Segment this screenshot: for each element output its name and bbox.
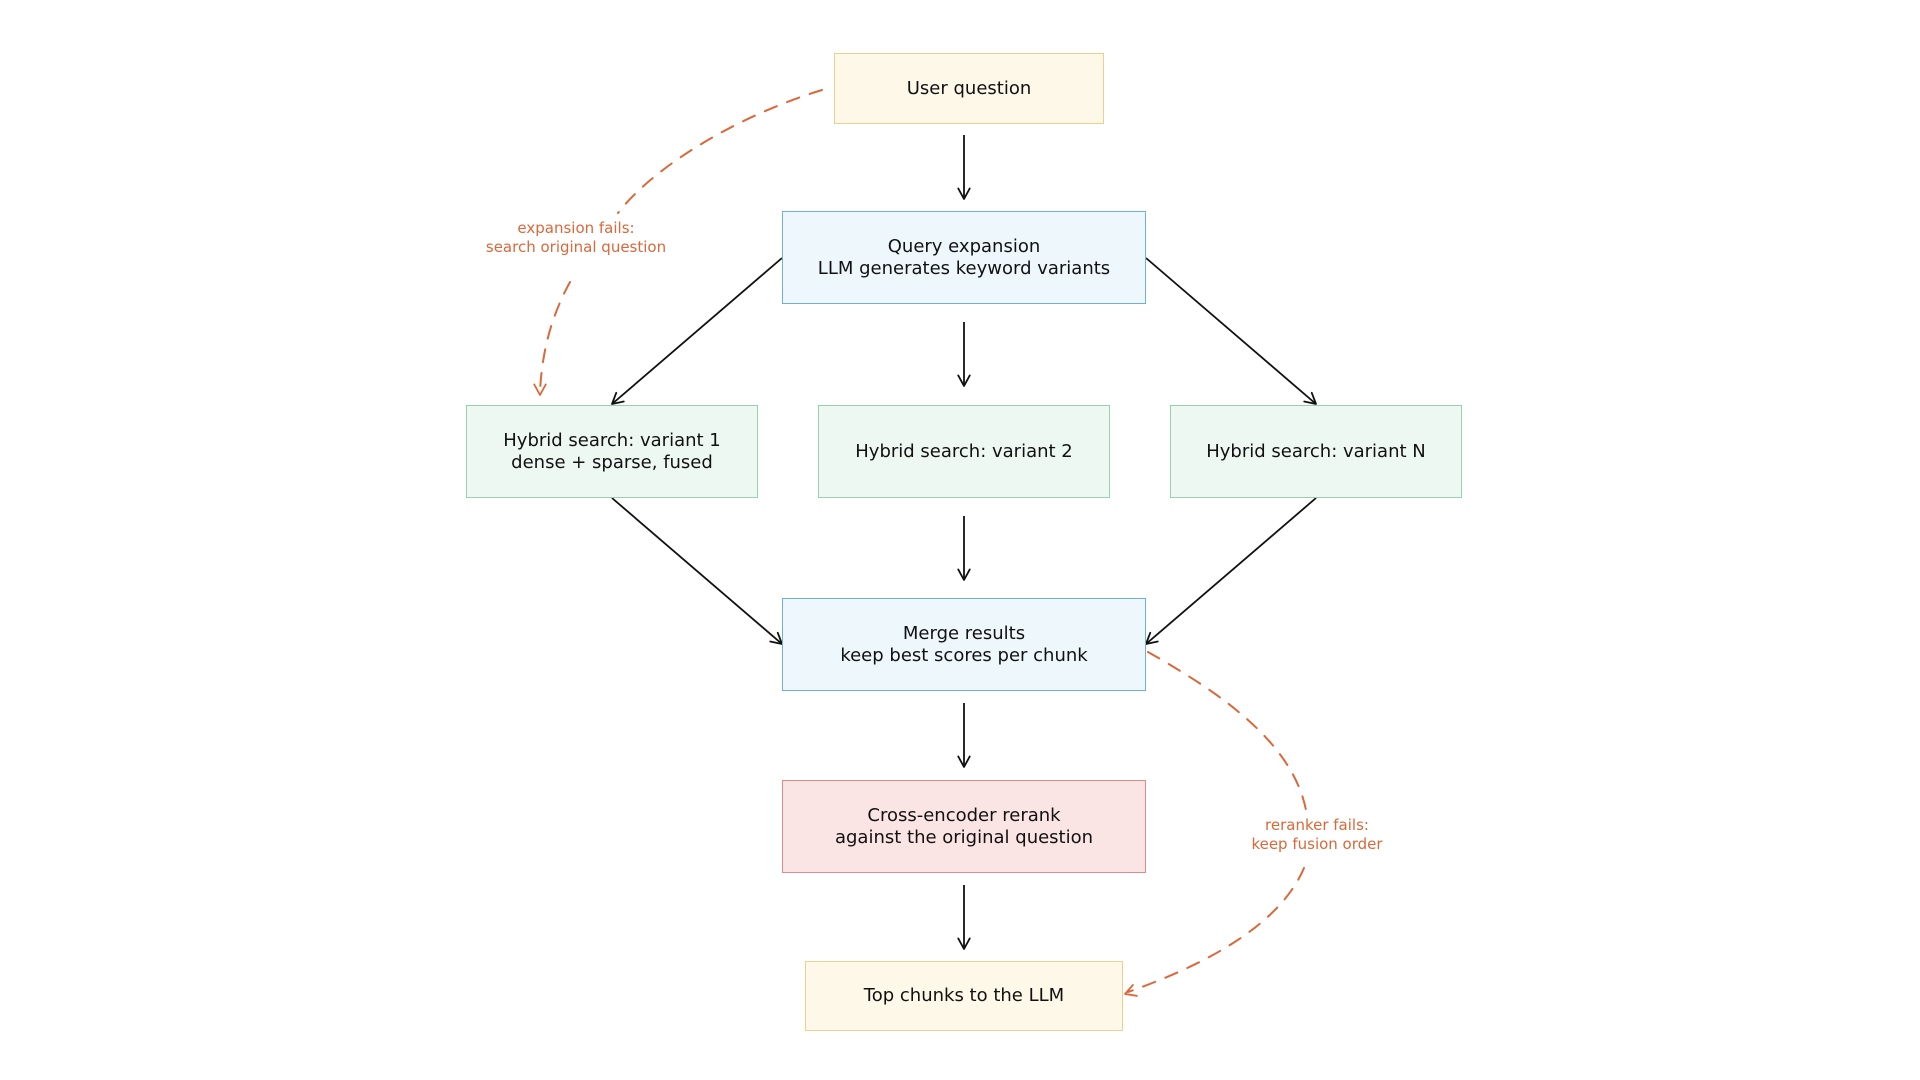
arrow-expansion-to-variant-n (1145, 257, 1317, 405)
fallback-expansion-head (533, 383, 547, 396)
node-rerank-line2: against the original question (834, 826, 1094, 848)
node-variant-2-line1: Hybrid search: variant 2 (855, 440, 1073, 462)
label-expansion-fails-line1: expansion fails: (517, 219, 635, 237)
arrow-variant-n-to-merge (1145, 497, 1317, 645)
arrow-variant-2-to-merge-head (957, 568, 971, 581)
arrow-expansion-to-variant-n-head (1303, 391, 1317, 405)
node-query-expansion: Query expansion LLM generates keyword va… (782, 211, 1146, 304)
fallback-edges (533, 89, 1307, 997)
node-hybrid-search-variant-1: Hybrid search: variant 1 dense + sparse,… (466, 405, 758, 498)
arrow-variant-n-to-merge-head (1145, 631, 1159, 645)
fallback-expansion-upper (617, 89, 823, 214)
node-top-chunks-line1: Top chunks to the LLM (863, 985, 1065, 1006)
arrow-variant-1-to-merge (611, 497, 783, 645)
label-reranker-fails-line2: keep fusion order (1251, 835, 1383, 853)
node-user-question: User question (834, 53, 1104, 124)
node-variant-1-line2: dense + sparse, fused (511, 451, 713, 473)
node-merge-line1: Merge results (902, 622, 1026, 644)
fallback-reranker-upper (1147, 651, 1307, 811)
node-merge-results: Merge results keep best scores per chunk (782, 598, 1146, 691)
node-top-chunks: Top chunks to the LLM (805, 961, 1123, 1031)
arrow-merge-to-rerank-head (957, 755, 971, 768)
node-user-question-line1: User question (906, 77, 1032, 99)
node-cross-encoder-rerank: Cross-encoder rerank against the origina… (782, 780, 1146, 873)
label-expansion-fails: expansion fails: search original questio… (476, 219, 676, 257)
fallback-reranker-lower (1127, 867, 1305, 993)
fallback-reranker-head (1124, 984, 1138, 997)
node-merge-line2: keep best scores per chunk (840, 644, 1088, 666)
fallback-expansion-lower (539, 281, 571, 393)
arrow-rerank-to-top-chunks-head (957, 937, 971, 950)
solid-edges (611, 135, 1317, 950)
node-variant-n-line1: Hybrid search: variant N (1206, 440, 1426, 462)
label-reranker-fails-line1: reranker fails: (1265, 816, 1369, 834)
node-query-expansion-line1: Query expansion (887, 235, 1041, 257)
arrow-expansion-to-variant-1-head (611, 391, 625, 405)
node-variant-1-line1: Hybrid search: variant 1 (503, 429, 721, 451)
node-hybrid-search-variant-2: Hybrid search: variant 2 (818, 405, 1110, 498)
node-rerank-line1: Cross-encoder rerank (867, 804, 1061, 826)
node-query-expansion-line2: LLM generates keyword variants (817, 257, 1111, 279)
label-reranker-fails: reranker fails: keep fusion order (1217, 816, 1417, 854)
arrow-expansion-to-variant-2-head (957, 374, 971, 387)
arrow-expansion-to-variant-1 (611, 257, 783, 405)
arrow-question-to-expansion-head (957, 187, 971, 200)
node-hybrid-search-variant-n: Hybrid search: variant N (1170, 405, 1462, 498)
label-expansion-fails-line2: search original question (485, 238, 667, 256)
